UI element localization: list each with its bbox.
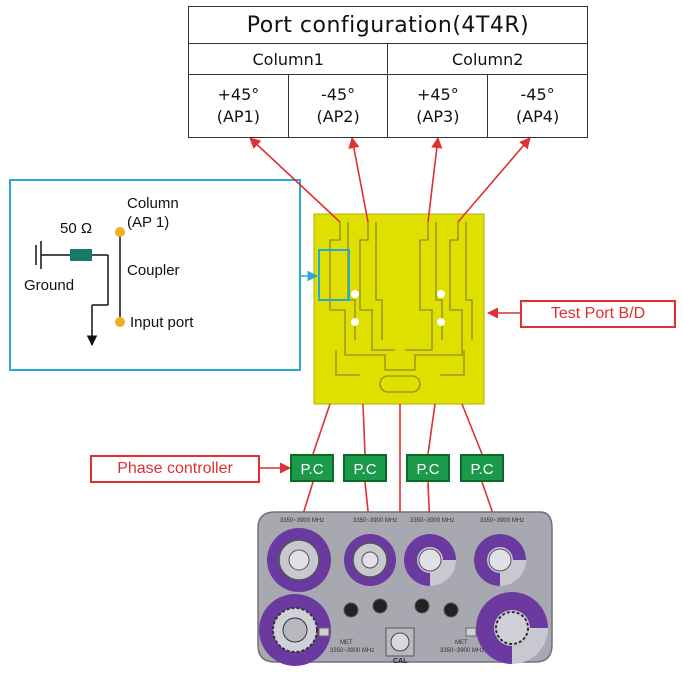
column-ap-label: (AP 1) [127, 214, 170, 231]
coupler-inset-box [9, 179, 301, 371]
port-angle: -45° [520, 85, 555, 104]
port-ap: (AP3) [416, 107, 460, 126]
port-cell-ap2: -45° (AP2) [287, 74, 389, 138]
device-met-label-left: MET [340, 640, 353, 646]
phase-controller-box-2: P.C [343, 454, 387, 482]
coupler-label: Coupler [127, 262, 180, 279]
port-angle: -45° [321, 85, 356, 104]
input-port-label: Input port [130, 314, 194, 331]
port-angle: +45° [416, 85, 459, 104]
column2-header: Column2 [387, 43, 588, 75]
column1-header: Column1 [187, 43, 389, 75]
phase-controller-box-3: P.C [406, 454, 450, 482]
column-node [115, 227, 125, 237]
port-angle: +45° [217, 85, 260, 104]
input-port-node [115, 317, 125, 327]
port-configuration-table: Port configuration(4T4R) Column1 Column2… [187, 6, 588, 138]
coupler-highlight-box [318, 249, 350, 301]
test-port-callout: Test Port B/D [520, 300, 676, 328]
phase-controller-box-4: P.C [460, 454, 504, 482]
device-band-label-1: 3350~3900 MHz [280, 518, 325, 524]
device-band-label-2: 3350~3900 MHz [353, 518, 398, 524]
device-band-label-3: 3350~3900 MHz [410, 518, 455, 524]
device-band-label-4: 3350~3900 MHz [480, 518, 525, 524]
test-device [257, 511, 553, 666]
port-cell-ap1: +45° (AP1) [188, 74, 289, 138]
device-cal-label: CAL [393, 658, 408, 665]
table-title: Port configuration(4T4R) [188, 6, 588, 44]
port-arrows [249, 136, 531, 223]
column-label: Column [127, 195, 179, 212]
phase-controller-callout: Phase controller [90, 455, 260, 483]
resistor-50-ohm [70, 249, 92, 261]
resistor-label: 50 Ω [60, 220, 93, 237]
test-port-board [313, 213, 485, 405]
device-band-label-right: 3350~3900 MHz [440, 648, 485, 654]
port-ap: (AP1) [216, 107, 260, 126]
phase-controller-box-1: P.C [290, 454, 334, 482]
port-cell-ap3: +45° (AP3) [387, 74, 489, 138]
device-band-label-left: 3350~3900 MHz [330, 648, 375, 654]
port-ap: (AP4) [515, 107, 560, 126]
port-ap: (AP2) [316, 107, 360, 126]
port-cell-ap4: -45° (AP4) [487, 74, 588, 138]
coupler-schematic [35, 232, 121, 347]
ground-label: Ground [24, 277, 75, 294]
device-met-label-right: MET [455, 640, 468, 646]
